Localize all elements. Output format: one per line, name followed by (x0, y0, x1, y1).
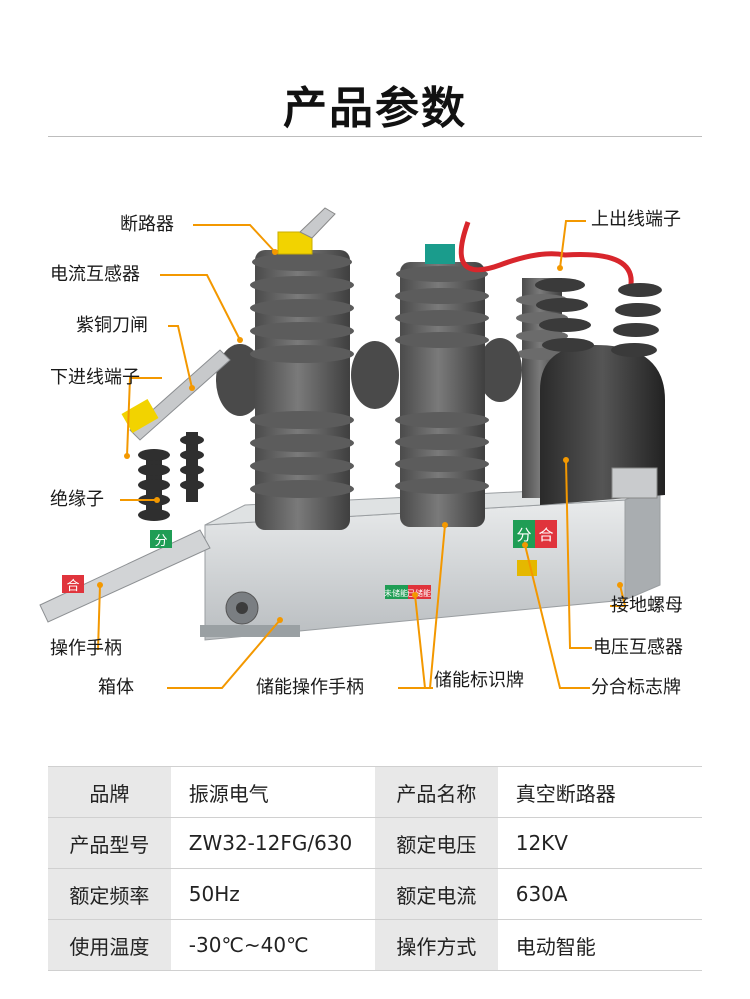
label-insulator: 绝缘子 (50, 489, 104, 510)
label-grounding-nut: 接地螺母 (611, 595, 683, 616)
energy-storage-sign: 未储能 已储能 (384, 585, 431, 599)
current-transformer-ring-2 (351, 341, 399, 409)
spec-key: 额定频率 (48, 868, 171, 920)
title-divider (48, 136, 702, 137)
spec-key: 操作方式 (374, 919, 498, 971)
not-charged-text: 未储能 (384, 588, 408, 598)
label-operating-handle: 操作手柄 (50, 638, 122, 659)
spec-value: 振源电气 (170, 766, 375, 818)
table-row: 产品型号 ZW32-12FG/630 额定电压 12KV (48, 817, 702, 869)
handle-open-mark: 分 (154, 534, 167, 549)
label-open-close-sign: 分合标志牌 (591, 677, 681, 698)
table-row: 品牌 振源电气 产品名称 真空断路器 (48, 766, 702, 818)
spec-value: ZW32-12FG/630 (170, 817, 375, 869)
spec-value: -30℃~40℃ (170, 919, 375, 971)
spec-key: 额定电流 (374, 868, 498, 920)
table-row: 额定频率 50Hz 额定电流 630A (48, 868, 702, 920)
spec-value: 12KV (497, 817, 702, 869)
copper-knife-switch (129, 349, 231, 441)
gear-hub (236, 602, 248, 614)
insulator-left (138, 449, 170, 521)
label-copper-knife-switch: 紫铜刀闸 (76, 315, 148, 336)
spec-value: 真空断路器 (497, 766, 702, 818)
voltage-transformer (535, 278, 665, 505)
open-close-sign: 分 合 (513, 520, 557, 548)
label-voltage-transformer: 电压互感器 (593, 637, 683, 658)
spec-table: 品牌 振源电气 产品名称 真空断路器 产品型号 ZW32-12FG/630 额定… (48, 766, 702, 971)
label-current-transformer: 电流互感器 (50, 264, 140, 285)
spec-value: 630A (497, 868, 702, 920)
spec-key: 品牌 (48, 766, 171, 818)
spec-key: 产品名称 (374, 766, 498, 818)
label-breaker: 断路器 (120, 214, 174, 235)
charged-text: 已储能 (407, 588, 431, 598)
spec-key: 额定电压 (374, 817, 498, 869)
label-upper-outlet-terminal: 上出线端子 (591, 209, 681, 230)
label-enclosure: 箱体 (98, 677, 134, 698)
label-lower-inlet-terminal: 下进线端子 (50, 367, 140, 388)
insulator-center (180, 432, 204, 502)
yellow-terminal (121, 398, 159, 434)
label-energy-storage-sign: 储能标识牌 (434, 670, 524, 691)
sign-close-text: 合 (538, 526, 553, 544)
breaker-pole-middle (395, 244, 489, 527)
page-title: 产品参数 (283, 83, 467, 134)
label-energy-storage-handle: 储能操作手柄 (256, 677, 364, 698)
table-row: 使用温度 -30℃~40℃ 操作方式 电动智能 (48, 919, 702, 971)
vacuum-breaker-illustration: 合 分 分 合 未储能 已储能 (39, 207, 665, 689)
yellow-handle (517, 560, 537, 576)
operating-handle (39, 529, 211, 623)
spec-key: 使用温度 (48, 919, 171, 971)
callout-endpoints (97, 249, 623, 623)
current-transformer-ring-3 (478, 338, 522, 402)
spec-value: 电动智能 (497, 919, 702, 971)
breaker-pole-left (250, 207, 354, 530)
spec-key: 产品型号 (48, 817, 171, 869)
spec-value: 50Hz (170, 868, 375, 920)
handle-close-mark: 合 (66, 579, 79, 594)
sign-open-text: 分 (516, 526, 531, 544)
callout-leader-lines (97, 220, 627, 689)
red-conductor-cable (458, 221, 634, 291)
